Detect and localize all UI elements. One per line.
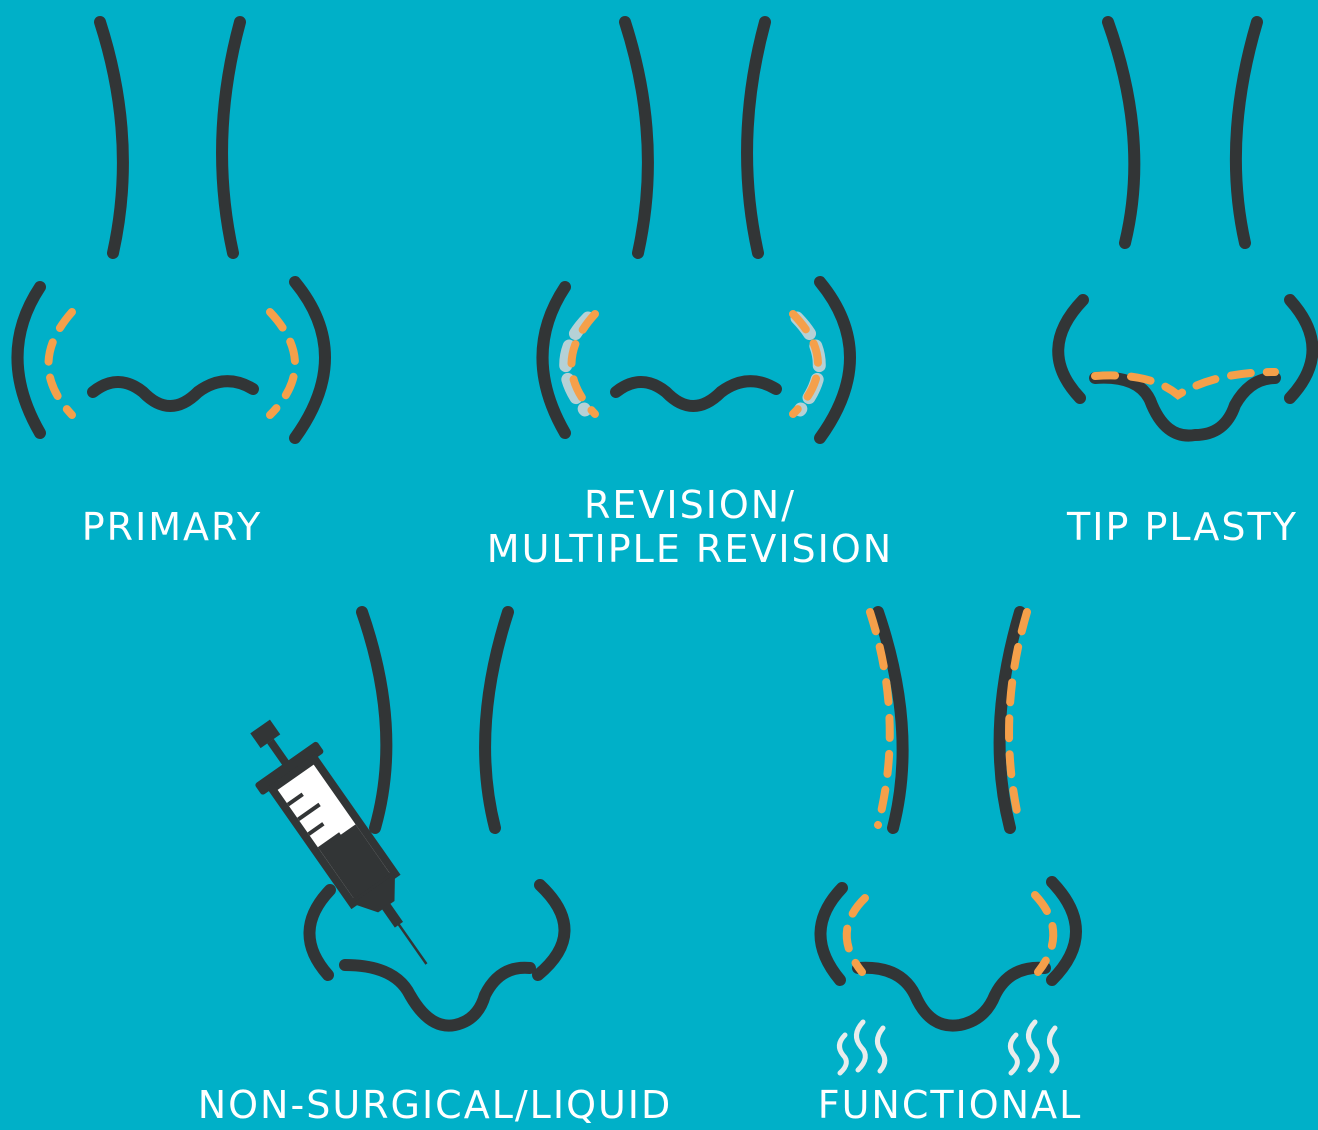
nose-tip-plasty-icon: [1058, 22, 1312, 436]
revision-label: REVISION/ MULTIPLE REVISION: [440, 483, 940, 571]
nose-primary-icon: [18, 22, 326, 438]
nose-revision-icon: [543, 22, 851, 438]
nose-syringe-icon: [229, 612, 565, 1026]
revision-label-line1: REVISION/: [440, 483, 940, 527]
tip-plasty-label: TIP PLASTY: [1055, 505, 1310, 549]
primary-label: PRIMARY: [22, 505, 322, 549]
syringe-icon: [229, 705, 458, 986]
nose-airflow-icon: [820, 612, 1076, 1073]
non-surgical-label: NON-SURGICAL/LIQUID: [165, 1083, 705, 1127]
revision-label-line2: MULTIPLE REVISION: [440, 527, 940, 571]
functional-label: FUNCTIONAL: [760, 1083, 1140, 1127]
